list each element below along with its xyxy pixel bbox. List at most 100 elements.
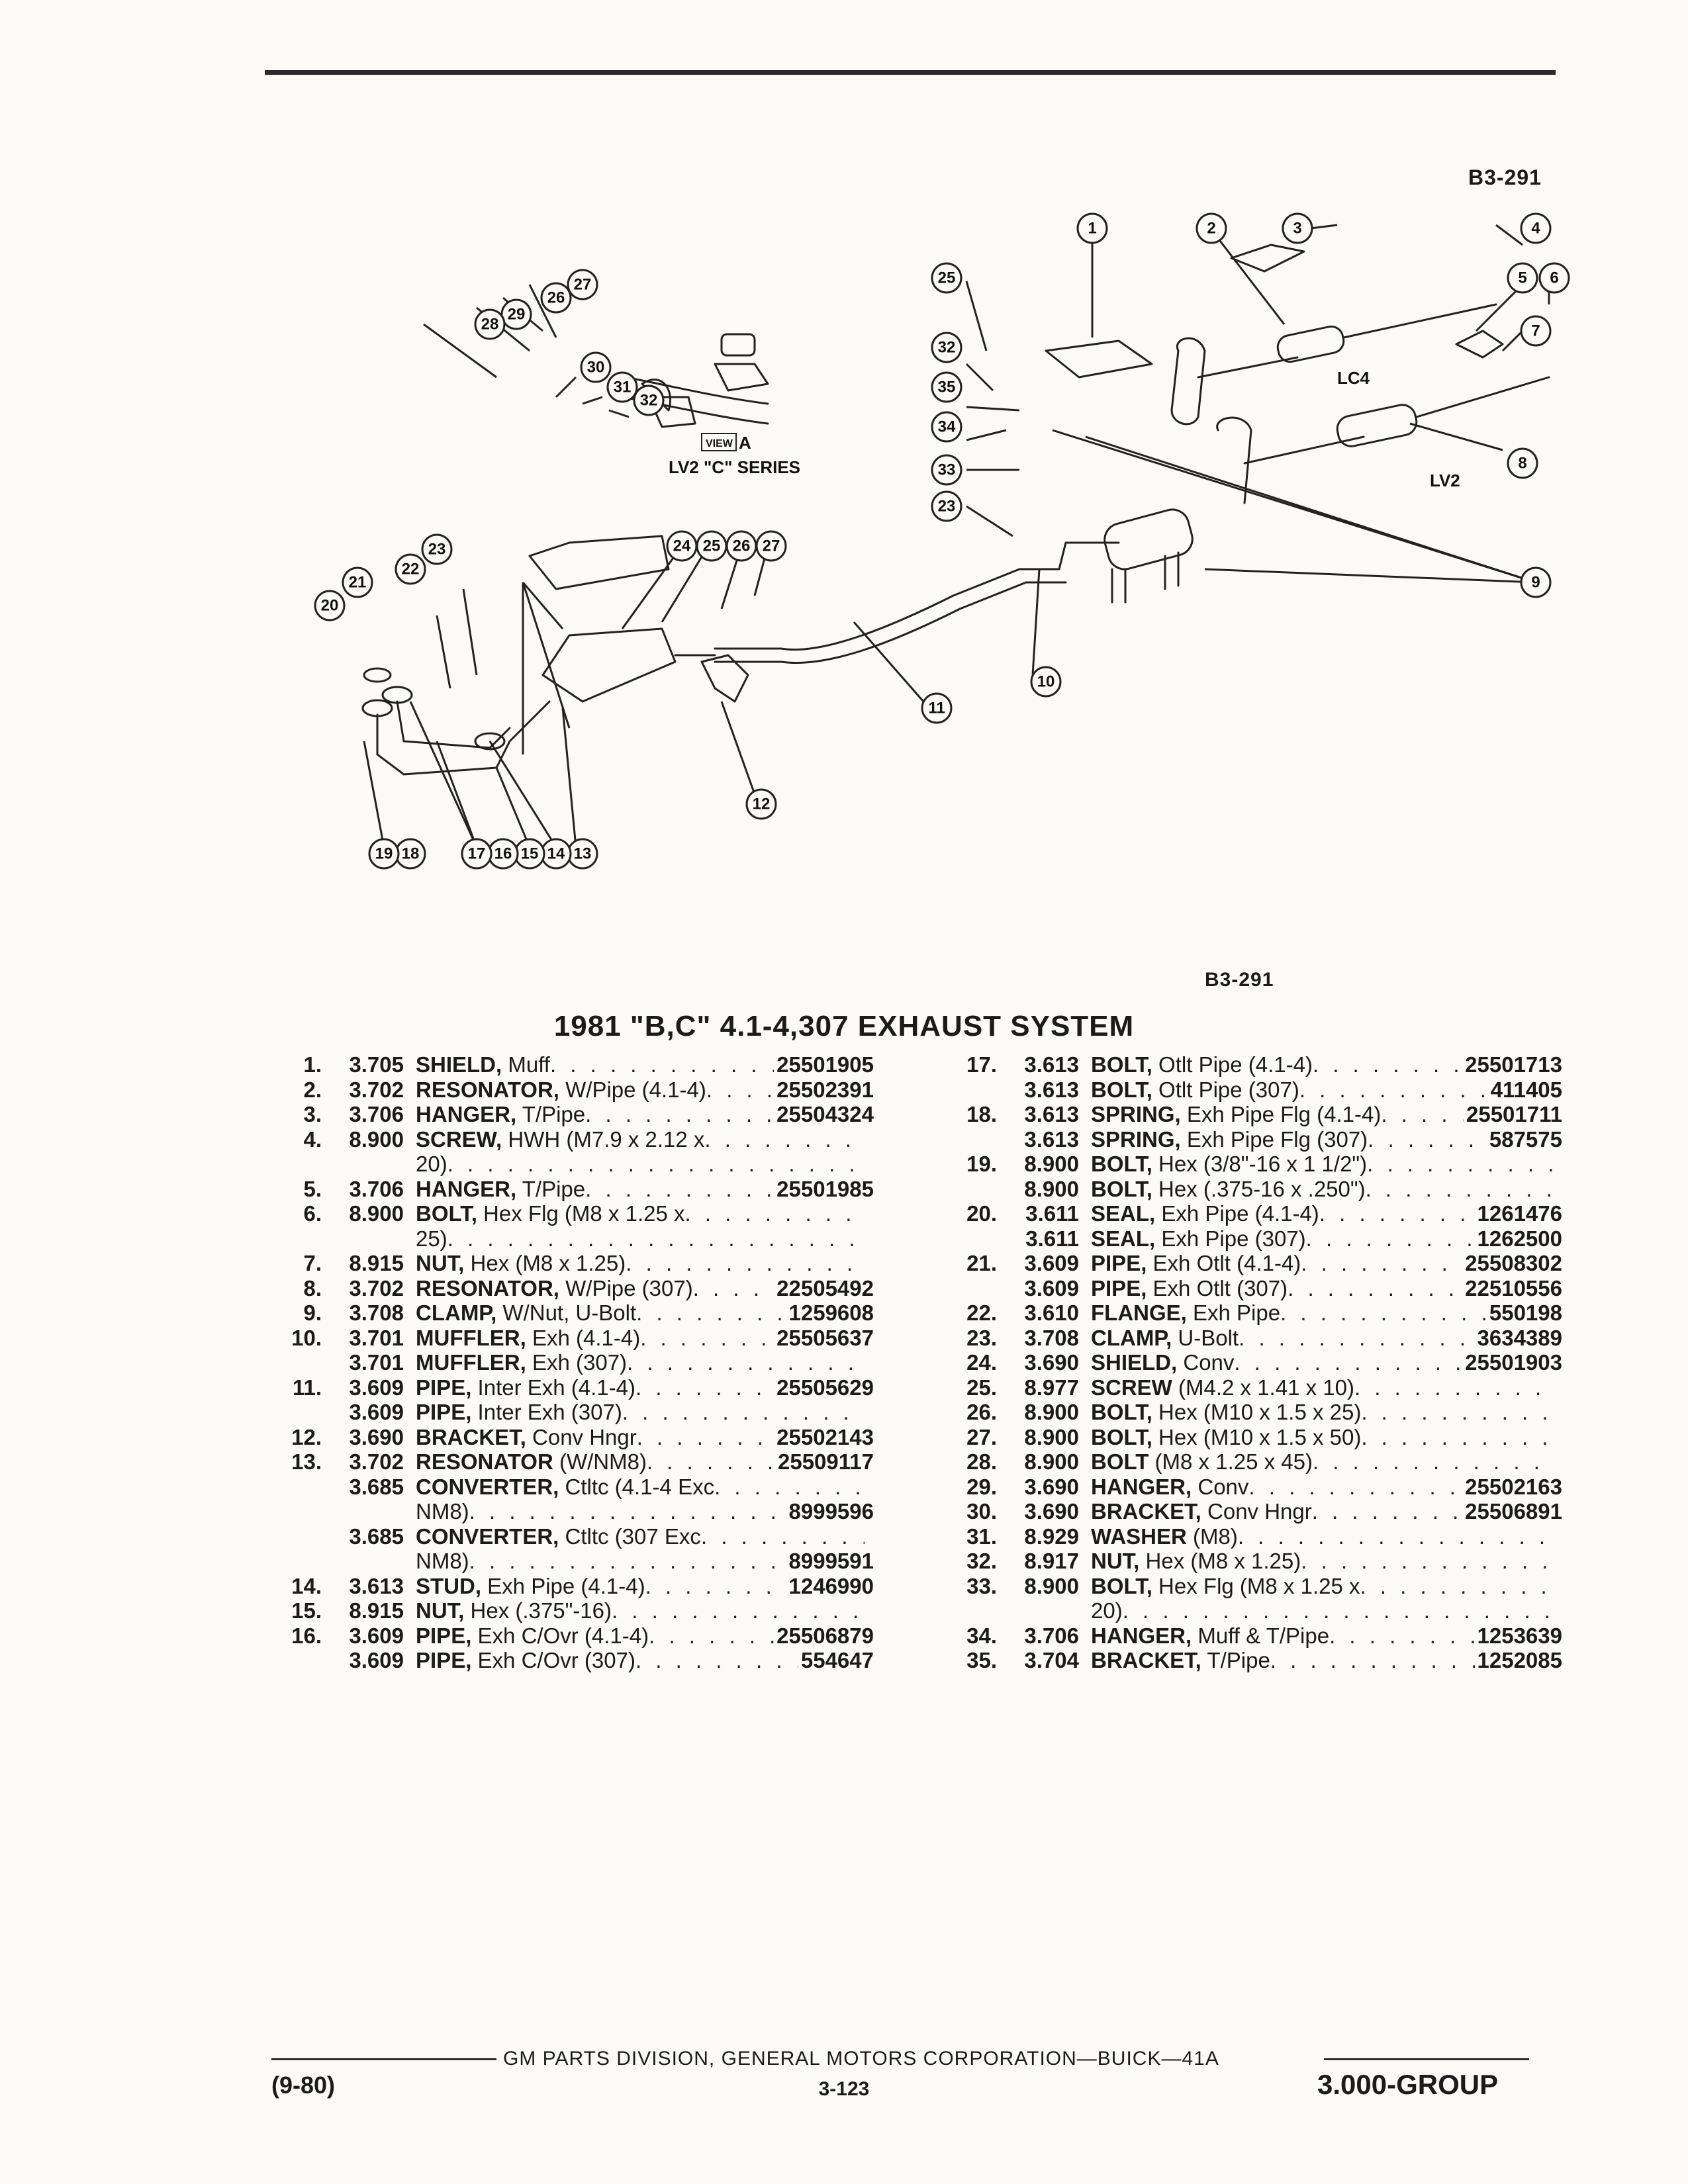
part-name: SHIELD, <box>1091 1350 1178 1375</box>
part-index: 35. <box>966 1648 997 1672</box>
view-caption: LV2 "C" SERIES <box>669 457 800 477</box>
callout-17: 17 <box>468 845 486 863</box>
part-name: SEAL, <box>1091 1226 1156 1251</box>
part-number: 25501905 <box>776 1052 874 1077</box>
leader-dots <box>1313 1449 1553 1475</box>
leader-dots <box>1238 1524 1553 1549</box>
part-name: BRACKET, <box>1091 1499 1201 1524</box>
part-detail: Hex (M8 x 1.25) <box>464 1251 626 1275</box>
part-description: NUT, Hex (M8 x 1.25) <box>1091 1549 1553 1574</box>
part-description: FLANGE, Exh Pipe <box>1091 1300 1487 1326</box>
group-number: 3.613 <box>1024 1052 1079 1077</box>
part-detail: Conv Hngr <box>526 1424 637 1449</box>
part-number: 587575 <box>1489 1126 1562 1152</box>
group-number: 3.609 <box>1024 1275 1079 1300</box>
part-index: 11. <box>292 1375 322 1400</box>
part-row: 25) <box>252 1226 874 1251</box>
part-name: SPRING, <box>1091 1102 1181 1126</box>
callout-25: 25 <box>703 537 721 555</box>
part-name: HANGER, <box>416 1176 517 1201</box>
callout-12: 12 <box>753 796 771 813</box>
part-detail: Exh Pipe (307) <box>1155 1226 1306 1251</box>
callout-18: 18 <box>402 845 420 863</box>
part-description: BRACKET, Conv Hngr <box>416 1425 774 1450</box>
part-name: BOLT, <box>1091 1077 1152 1102</box>
leader-dots <box>1360 1574 1554 1599</box>
leader-dots <box>627 1350 865 1375</box>
part-number: 25501985 <box>776 1176 874 1201</box>
part-number: 411405 <box>1490 1077 1562 1102</box>
leader-dots <box>626 1251 865 1276</box>
leader-dots <box>714 1475 865 1500</box>
group-number: 3.701 <box>349 1350 404 1375</box>
part-description: MUFFLER, Exh (4.1-4) <box>416 1326 774 1351</box>
callout-24: 24 <box>673 537 691 555</box>
footer-group: 3.000-GROUP <box>1317 2069 1499 2100</box>
group-number: 3.609 <box>349 1400 404 1424</box>
part-description: HANGER, Muff & T/Pipe <box>1091 1623 1475 1649</box>
group-number: 3.701 <box>349 1325 404 1350</box>
part-name: MUFFLER, <box>416 1325 526 1350</box>
group-number: 3.690 <box>1024 1499 1079 1524</box>
part-name: PIPE, <box>1091 1251 1147 1275</box>
part-detail: Muff & T/Pipe <box>1192 1623 1330 1648</box>
part-description: SHIELD, Muff <box>416 1052 774 1077</box>
part-detail: W/Nut, U-Bolt <box>496 1300 637 1325</box>
leader-dots <box>645 1574 786 1599</box>
part-index: 24. <box>966 1350 997 1375</box>
part-name: HANGER, <box>1091 1474 1192 1499</box>
part-number: 25504324 <box>776 1102 874 1126</box>
group-number: 3.702 <box>349 1275 404 1300</box>
part-name: PIPE, <box>416 1375 472 1400</box>
part-description: SHIELD, Conv <box>1091 1350 1462 1375</box>
part-number: 1252085 <box>1477 1648 1562 1672</box>
part-index: 28. <box>966 1449 997 1474</box>
leader-dots <box>1329 1623 1474 1649</box>
leader-dots <box>640 1326 774 1351</box>
part-description: BOLT, Hex Flg (M8 x 1.25 x <box>1091 1574 1553 1599</box>
part-detail: Inter Exh (307) <box>471 1400 622 1424</box>
leader-dots <box>1123 1598 1553 1623</box>
part-number: 25506891 <box>1465 1499 1562 1524</box>
part-detail: Hex Flg (M8 x 1.25 x <box>1152 1573 1360 1598</box>
part-detail: (W/NM8) <box>553 1449 647 1474</box>
group-number: 3.609 <box>1024 1251 1079 1275</box>
footer-page-number: 3-123 <box>818 2078 870 2100</box>
callout-22: 22 <box>402 561 420 578</box>
callout-32-inset: 32 <box>640 392 658 410</box>
callout-16: 16 <box>494 845 512 863</box>
leader-dots <box>649 1623 774 1649</box>
leader-dots <box>1368 1127 1487 1152</box>
footer-rule-left <box>271 2058 496 2060</box>
footer-rule-right <box>1324 2058 1529 2060</box>
part-name: SCREW, <box>416 1126 502 1152</box>
leader-dots <box>585 1102 774 1127</box>
group-number: 3.706 <box>349 1176 404 1201</box>
part-detail: (M4.2 x 1.41 x 10) <box>1172 1375 1354 1400</box>
group-number: 3.708 <box>349 1300 404 1325</box>
part-description: RESONATOR, W/Pipe (4.1-4) <box>416 1077 774 1103</box>
part-number: 25505629 <box>776 1375 874 1400</box>
part-detail: Exh Pipe (4.1-4) <box>481 1573 645 1598</box>
part-detail: Exh C/Ovr (4.1-4) <box>471 1623 649 1648</box>
part-index: 12. <box>291 1424 322 1449</box>
part-number: 1259608 <box>788 1300 874 1325</box>
leader-dots <box>1301 1549 1553 1574</box>
part-detail: 20) <box>416 1152 447 1176</box>
callout-20: 20 <box>321 597 339 615</box>
footer-publisher: GM PARTS DIVISION, GENERAL MOTORS CORPOR… <box>503 2048 1219 2070</box>
part-detail: NM8) <box>416 1499 469 1524</box>
part-description: BOLT, Hex (M10 x 1.5 x 50) <box>1091 1425 1553 1450</box>
conv-shield-part <box>528 535 670 590</box>
part-description: CONVERTER, Ctltc (307 Exc <box>416 1524 865 1549</box>
part-name: CLAMP, <box>416 1300 497 1325</box>
leader-dots <box>1299 1077 1488 1103</box>
